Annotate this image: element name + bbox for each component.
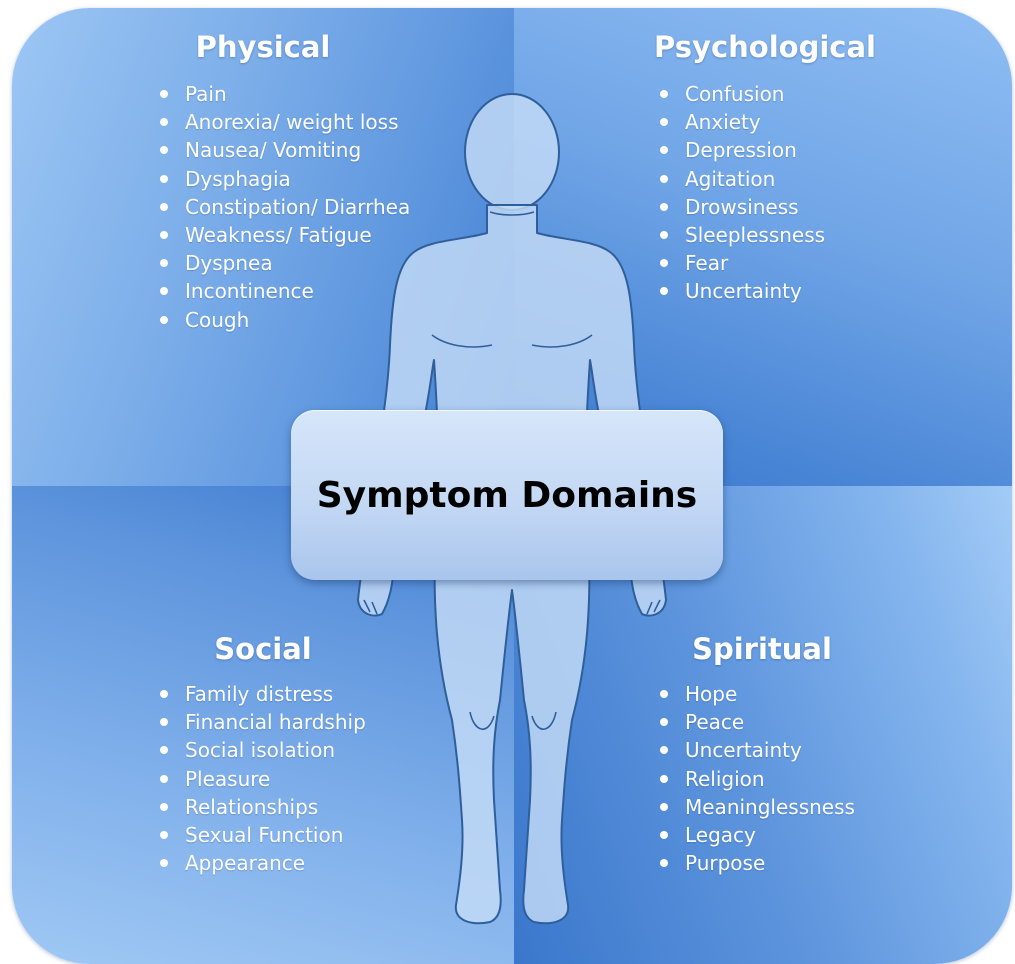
spiritual-item: Purpose <box>655 849 855 877</box>
physical-item: Dysphagia <box>155 165 410 193</box>
psychological-item: Fear <box>655 249 825 277</box>
psychological-title: Psychological <box>654 30 876 64</box>
psychological-item: Confusion <box>655 80 825 108</box>
diagram-frame <box>12 8 1012 964</box>
physical-item: Incontinence <box>155 277 410 305</box>
social-item: Social isolation <box>155 736 366 764</box>
social-item: Appearance <box>155 849 366 877</box>
figure-chest-left <box>431 334 493 348</box>
psychological-item: Depression <box>655 136 825 164</box>
physical-item: Weakness/ Fatigue <box>155 221 410 249</box>
physical-title: Physical <box>195 30 331 64</box>
social-item: Family distress <box>155 680 366 708</box>
center-label-box: Symptom Domains <box>291 410 723 580</box>
psychological-item: Uncertainty <box>655 277 825 305</box>
psychological-item: Anxiety <box>655 108 825 136</box>
figure-knee-left <box>469 711 495 730</box>
social-item: Financial hardship <box>155 708 366 736</box>
social-item: Pleasure <box>155 765 366 793</box>
psychological-item: Agitation <box>655 165 825 193</box>
figure-chest-right <box>531 334 593 348</box>
spiritual-item: Religion <box>655 765 855 793</box>
physical-item: Pain <box>155 80 410 108</box>
physical-item: Anorexia/ weight loss <box>155 108 410 136</box>
social-item: Sexual Function <box>155 821 366 849</box>
social-item: Relationships <box>155 793 366 821</box>
spiritual-item: Legacy <box>655 821 855 849</box>
social-title: Social <box>214 632 312 666</box>
spiritual-item: Meaninglessness <box>655 793 855 821</box>
physical-item: Constipation/ Diarrhea <box>155 193 410 221</box>
figure-neck-line <box>489 211 535 216</box>
figure-knee-right <box>531 711 557 730</box>
psychological-item: Drowsiness <box>655 193 825 221</box>
center-label: Symptom Domains <box>316 474 698 516</box>
spiritual-item: Uncertainty <box>655 736 855 764</box>
physical-item: Dyspnea <box>155 249 410 277</box>
physical-item: Cough <box>155 306 410 334</box>
spiritual-title: Spiritual <box>692 632 832 666</box>
spiritual-item: Peace <box>655 708 855 736</box>
physical-item: Nausea/ Vomiting <box>155 136 410 164</box>
figure-head <box>464 93 560 211</box>
psychological-item: Sleeplessness <box>655 221 825 249</box>
figure-fingers-left <box>363 599 378 615</box>
figure-fingers-right <box>646 599 661 615</box>
spiritual-item: Hope <box>655 680 855 708</box>
